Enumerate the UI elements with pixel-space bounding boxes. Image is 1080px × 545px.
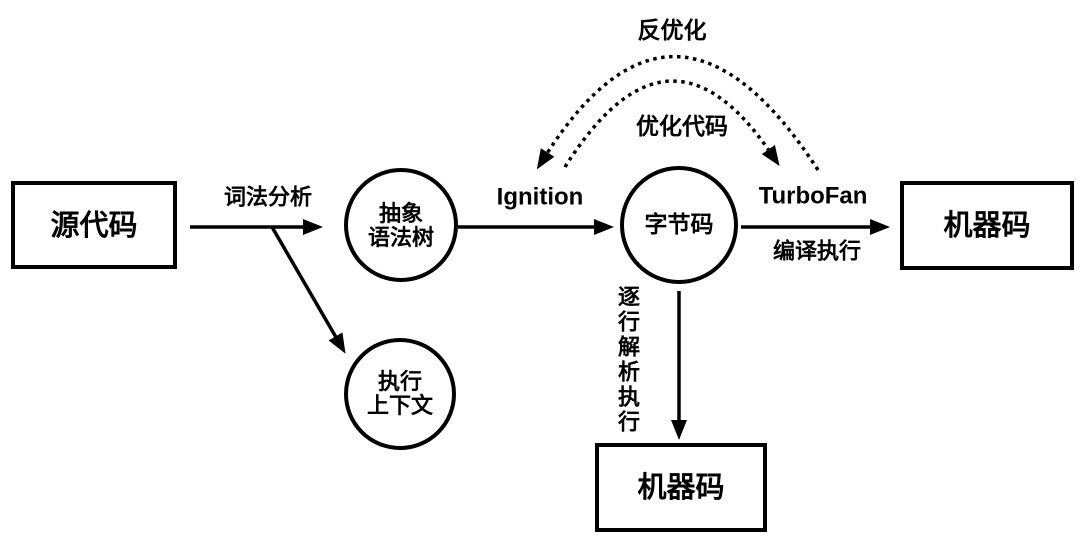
- ast-label: 抽象 语法树: [368, 202, 434, 250]
- bytecode-circle: [620, 166, 738, 284]
- ast-label-line1: 抽象: [378, 201, 424, 226]
- machine-code-label-bottom: 机器码: [637, 471, 725, 504]
- bytecode-label: 字节码: [644, 211, 714, 238]
- machine-code-box-right: [900, 181, 1074, 270]
- source-code-label: 源代码: [50, 209, 138, 242]
- interpret-execute-label: 逐行解析执行: [615, 285, 640, 435]
- turbofan-label: TurboFan: [758, 182, 868, 210]
- compile-execute-label: 编译执行: [772, 238, 862, 264]
- ast-circle: [344, 168, 458, 282]
- machine-code-box-bottom: [595, 443, 767, 532]
- execution-context-label-line1: 执行: [377, 369, 423, 394]
- lexical-analysis-label: 词法分析: [223, 184, 313, 210]
- optimize-code-arc-arrow: [563, 79, 780, 168]
- execution-context-label: 执行 上下文: [367, 370, 433, 418]
- machine-code-label-right: 机器码: [943, 209, 1031, 242]
- deoptimize-arc-arrow: [536, 54, 820, 171]
- execution-context-circle: [344, 338, 456, 450]
- execution-context-arrow: [270, 226, 346, 354]
- optimize-code-label: 优化代码: [636, 113, 728, 140]
- ast-label-line2: 语法树: [367, 225, 435, 250]
- execution-context-label-line2: 上下文: [366, 393, 434, 418]
- deoptimize-label: 反优化: [637, 17, 707, 44]
- source-code-box: [11, 181, 177, 269]
- ignition-label: Ignition: [496, 183, 584, 211]
